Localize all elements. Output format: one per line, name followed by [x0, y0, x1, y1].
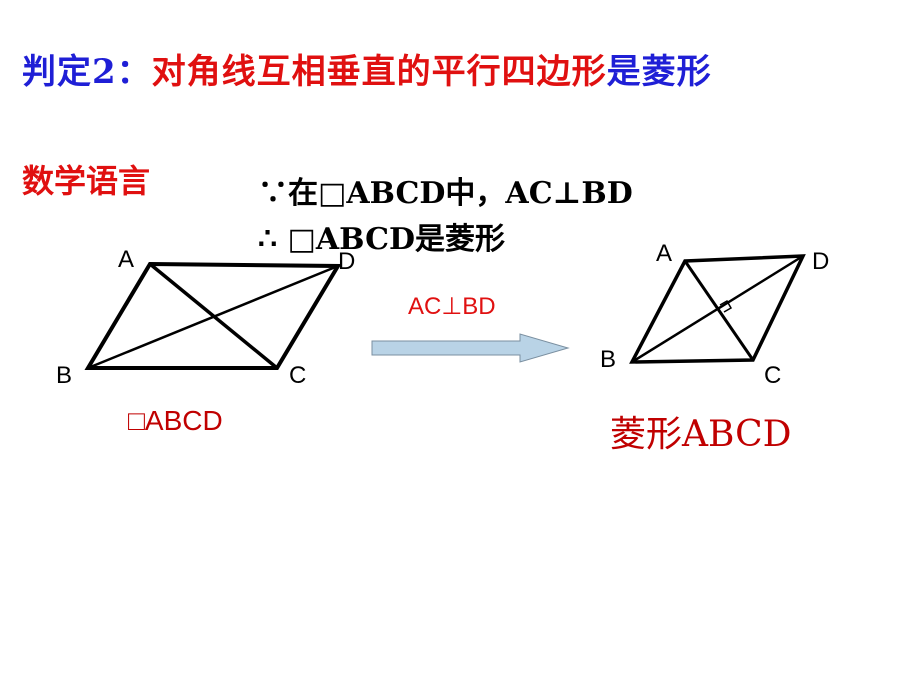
- left-vertex-a-label: A: [118, 246, 135, 273]
- left-vertex-b-label: B: [56, 362, 73, 389]
- left-parallelogram: [84, 261, 342, 370]
- theorem-title: 判定2：对角线互相垂直的平行四边形是菱形: [22, 44, 712, 93]
- right-diagonal-ac: [683, 260, 755, 361]
- right-rhombus: [629, 254, 806, 364]
- given-statement: ∵在□ABCD中，AC⊥BD: [258, 176, 633, 211]
- right-vertex-a-label: A: [656, 240, 673, 267]
- right-diagonal-bd: [631, 254, 804, 364]
- right-vertex-c-label: C: [764, 362, 782, 389]
- theorem-condition: 对角线互相垂直的平行四边形: [151, 52, 607, 92]
- left-diagonal-bd: [87, 264, 339, 370]
- rhombus-caption: 菱形ABCD: [610, 414, 792, 455]
- theorem-conclusion: 是菱形: [606, 52, 712, 92]
- conclusion-statement: ∴ □ABCD是菱形: [258, 222, 505, 257]
- right-vertex-d-label: D: [812, 248, 830, 275]
- arrow-condition-label: AC⊥BD: [408, 293, 496, 320]
- math-language-label: 数学语言: [22, 162, 151, 200]
- right-arrow-shape: [371, 333, 570, 363]
- parallelogram-caption: □ABCD: [128, 405, 223, 436]
- left-vertex-d-label: D: [338, 248, 356, 275]
- right-angle-marker: [719, 299, 733, 313]
- theorem-number: 判定2：: [22, 52, 152, 92]
- left-vertex-c-label: C: [289, 362, 307, 389]
- right-vertex-b-label: B: [600, 346, 617, 373]
